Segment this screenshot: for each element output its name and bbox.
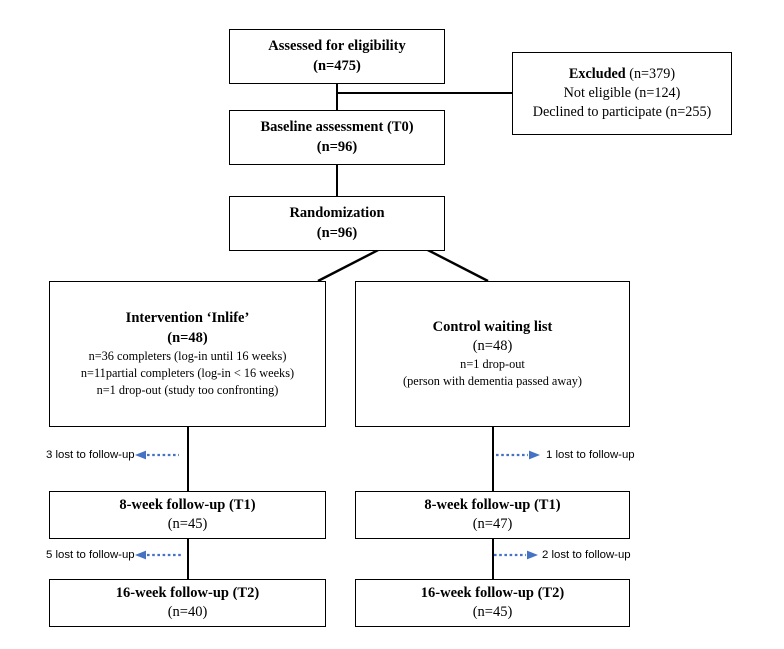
t1-left-title: 8-week follow-up (T1) [119,496,256,513]
connector-branch-to-excluded [336,92,513,95]
connector-baseline-to-randomization [336,155,339,197]
box-baseline-assessment: Baseline assessment (T0) (n=96) [229,110,445,165]
connector-control-to-t1 [492,427,495,491]
arrow-right-icon [496,450,540,460]
attrition-left-t2-label: 5 lost to follow-up [46,549,135,561]
t1-right-count: (n=47) [472,516,513,532]
intervention-detail-completers: n=36 completers (log-in until 16 weeks) [88,348,287,363]
control-count: (n=48) [472,338,513,355]
intervention-title: Intervention ‘Inlife’ [125,310,250,327]
box-t2-followup-left: 16-week follow-up (T2) (n=40) [49,579,326,627]
intervention-count: (n=48) [167,329,208,346]
excluded-title-bold: Excluded [568,65,626,82]
control-detail-dropout: n=1 drop-out [460,357,525,372]
attrition-right-t1-label: 1 lost to follow-up [546,449,635,461]
box-control-waiting-list: Control waiting list (n=48) n=1 drop-out… [355,281,630,427]
attrition-right-t2: 2 lost to follow-up [494,549,631,561]
assessed-count: (n=475) [313,57,361,74]
t2-left-title: 16-week follow-up (T2) [115,584,260,601]
connector-assessed-to-baseline [336,83,339,115]
connector-t1-to-t2-right [492,531,495,579]
randomization-title: Randomization [289,205,385,222]
arrow-right-icon [494,550,538,560]
intervention-detail-partial-completers: n=11partial completers (log-in < 16 week… [80,365,295,380]
t1-left-count: (n=45) [167,516,208,532]
box-t2-followup-right: 16-week follow-up (T2) (n=45) [355,579,630,627]
control-detail-reason: (person with dementia passed away) [403,374,582,389]
baseline-count: (n=96) [316,138,358,155]
attrition-right-t1: 1 lost to follow-up [496,449,635,461]
attrition-left-t2: 5 lost to follow-up [46,549,181,561]
t2-right-count: (n=45) [472,604,513,620]
attrition-left-t1-label: 3 lost to follow-up [46,449,135,461]
arrow-left-icon [134,550,181,560]
attrition-right-t2-label: 2 lost to follow-up [542,549,631,561]
excluded-title: Excluded (n=379) [569,65,675,84]
baseline-title: Baseline assessment (T0) [260,119,414,136]
randomization-count: (n=96) [316,224,358,241]
box-excluded: Excluded (n=379) Not eligible (n=124) De… [512,52,732,135]
connector-t1-to-t2-left [187,531,190,579]
connector-intervention-to-t1 [187,427,190,491]
t1-right-title: 8-week follow-up (T1) [424,496,561,513]
arrow-left-icon [134,450,179,460]
excluded-reason-declined: Declined to participate (n=255) [532,104,712,121]
t2-left-count: (n=40) [167,604,208,620]
excluded-reason-not-eligible: Not eligible (n=124) [563,84,681,101]
excluded-count: (n=379) [625,65,676,82]
control-title: Control waiting list [432,318,553,335]
box-assessed-for-eligibility: Assessed for eligibility (n=475) [229,29,445,84]
box-t1-followup-right: 8-week follow-up (T1) (n=47) [355,491,630,539]
intervention-detail-dropout: n=1 drop-out (study too confronting) [96,382,279,397]
attrition-left-t1: 3 lost to follow-up [46,449,179,461]
t2-right-title: 16-week follow-up (T2) [420,584,565,601]
connector-randomization-fork [317,243,489,283]
box-intervention-inlife: Intervention ‘Inlife’ (n=48) n=36 comple… [49,281,326,427]
box-randomization: Randomization (n=96) [229,196,445,251]
assessed-title: Assessed for eligibility [268,38,406,55]
box-t1-followup-left: 8-week follow-up (T1) (n=45) [49,491,326,539]
